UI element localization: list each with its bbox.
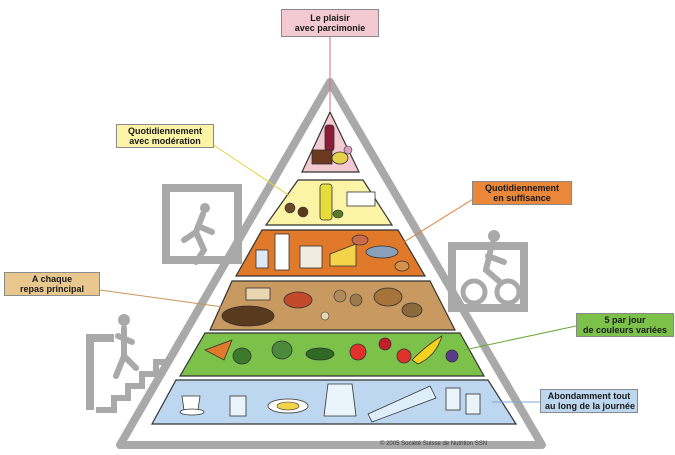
running-person-icon bbox=[162, 184, 242, 265]
leader-line-orange bbox=[403, 195, 479, 243]
leader-line-brown bbox=[99, 289, 231, 309]
label-blue-line2: au long de la journée bbox=[545, 401, 636, 411]
cyclist-icon bbox=[448, 230, 528, 312]
label-yellow-line1: Quotidiennement bbox=[128, 126, 202, 136]
label-green-tier: 5 par jour de couleurs variées bbox=[576, 313, 674, 337]
label-brown-line2: repas principal bbox=[19, 284, 85, 294]
label-orange-line1: Quotidiennement bbox=[485, 183, 559, 193]
fruits-vegetables-illustration bbox=[204, 335, 459, 365]
copyright-notice: © 2005 Société Suisse de Nutrition SSN bbox=[380, 441, 488, 447]
label-orange-tier: Quotidiennement en suffisance bbox=[472, 181, 572, 205]
leader-line-yellow bbox=[211, 143, 291, 197]
label-blue-tier: Abondamment tout au long de la journée bbox=[540, 389, 638, 413]
label-green-line2: de couleurs variées bbox=[582, 325, 668, 335]
label-green-line1: 5 par jour bbox=[604, 315, 646, 325]
label-top-line1: Le plaisir bbox=[310, 13, 350, 23]
label-top-tier: Le plaisir avec parcimonie bbox=[281, 9, 379, 37]
label-brown-line1: A chaque bbox=[31, 274, 73, 284]
label-yellow-line2: avec modération bbox=[129, 136, 201, 146]
leader-line-green bbox=[463, 325, 577, 351]
dairy-protein-illustration bbox=[255, 233, 410, 272]
grains-illustration bbox=[221, 287, 423, 327]
label-top-line2: avec parcimonie bbox=[294, 23, 366, 33]
label-yellow-tier: Quotidiennement avec modération bbox=[116, 124, 214, 148]
sweets-illustration bbox=[311, 124, 353, 165]
beverages-illustration bbox=[179, 383, 481, 423]
label-blue-line1: Abondamment tout bbox=[547, 391, 631, 401]
stairs-person-icon bbox=[86, 314, 170, 413]
label-brown-tier: A chaque repas principal bbox=[4, 272, 100, 296]
oils-illustration bbox=[284, 183, 376, 221]
label-orange-line2: en suffisance bbox=[493, 193, 551, 203]
